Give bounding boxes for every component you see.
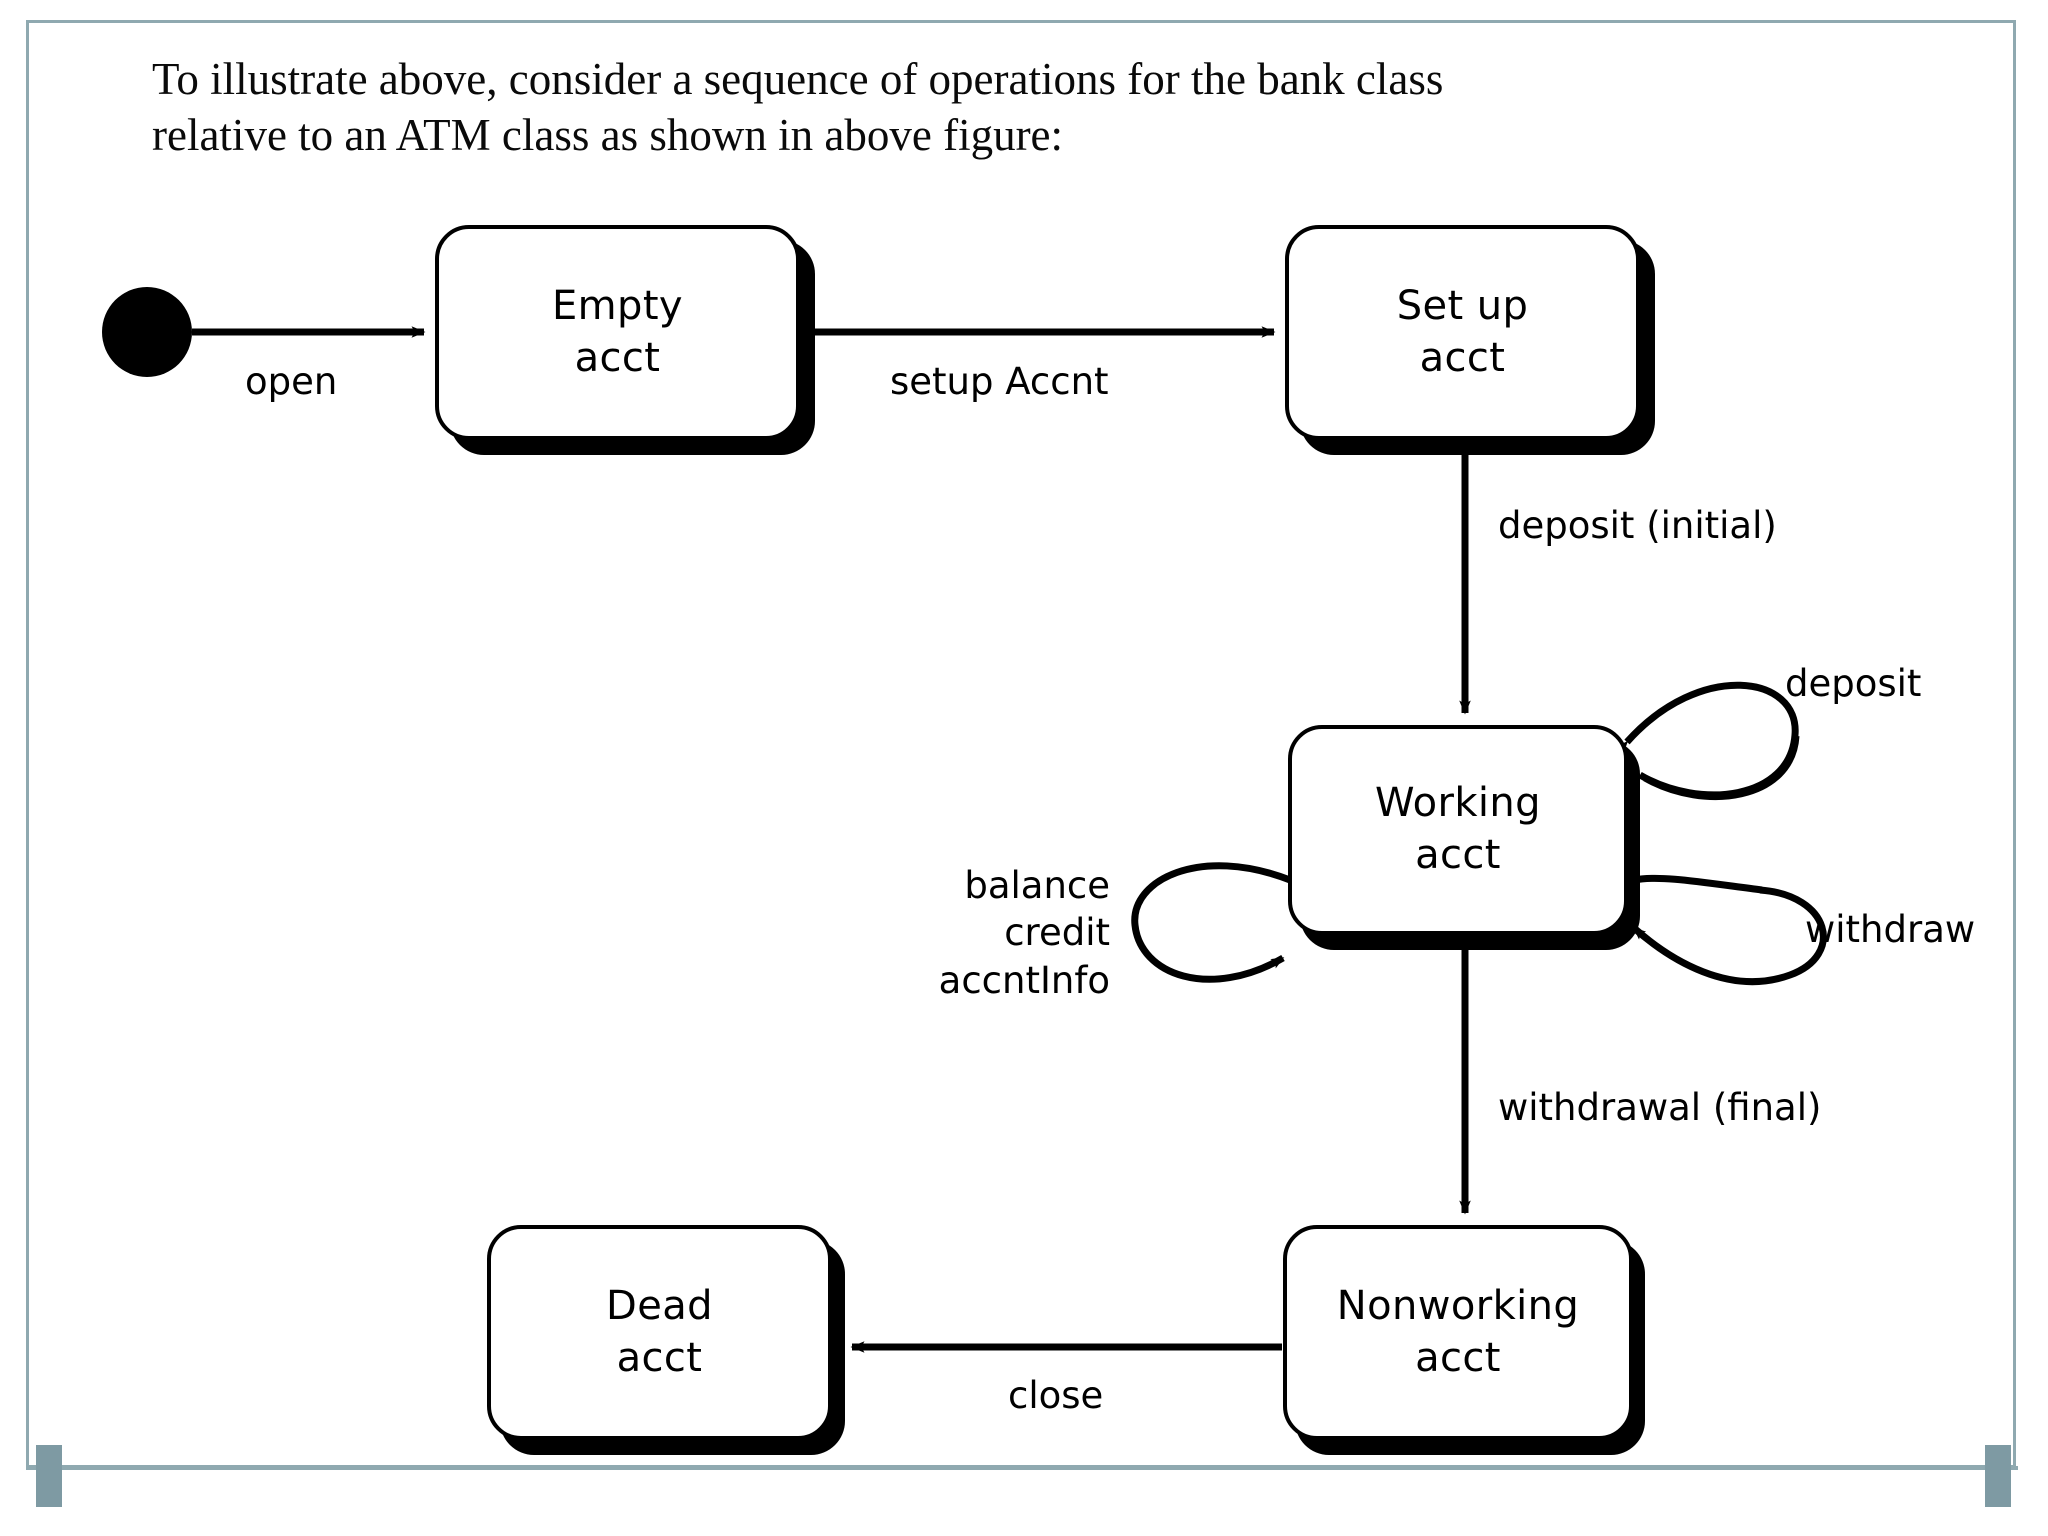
transition-label-close: close (1008, 1374, 1104, 1417)
transition-label-deposit: deposit (1785, 662, 1922, 705)
state-empty-acct-line1: Empty (552, 282, 683, 329)
state-empty-acct[interactable]: Empty acct (435, 225, 800, 440)
transition-label-open: open (245, 360, 338, 403)
accent-bar-right (1985, 1445, 2011, 1507)
initial-pseudostate-icon (102, 287, 192, 377)
state-set-up-acct-line2: acct (1419, 334, 1506, 381)
state-working-acct[interactable]: Working acct (1288, 725, 1628, 935)
state-empty-acct-line2: acct (574, 334, 661, 381)
state-dead-acct[interactable]: Dead acct (487, 1225, 832, 1440)
slide-bottom-rule (26, 1466, 2018, 1470)
transition-label-queries: balance credit accntInfo (938, 864, 1110, 1002)
self-loop-queries (1131, 862, 1292, 983)
accent-bar-left (36, 1445, 62, 1507)
state-set-up-acct-line1: Set up (1396, 282, 1529, 329)
transition-label-withdrawal-final: withdrawal (final) (1498, 1086, 1822, 1129)
transition-label-setup-accnt: setup Accnt (890, 360, 1109, 403)
state-nonworking-acct[interactable]: Nonworking acct (1283, 1225, 1633, 1440)
state-working-acct-line1: Working (1375, 780, 1541, 827)
state-nonworking-acct-line1: Nonworking (1336, 1282, 1580, 1329)
self-loop-withdraw (1631, 886, 1827, 986)
page-title: To illustrate above, consider a sequence… (152, 54, 1444, 160)
state-dead-acct-line2: acct (616, 1334, 703, 1381)
state-dead-acct-line1: Dead (606, 1282, 713, 1329)
state-working-acct-line2: acct (1415, 832, 1501, 878)
state-set-up-acct[interactable]: Set up acct (1285, 225, 1640, 440)
transition-label-withdraw: withdraw (1805, 908, 1976, 951)
self-loop-deposit-tail (1643, 735, 1800, 800)
state-nonworking-acct-line2: acct (1415, 1334, 1501, 1381)
self-loop-withdraw-tail (1633, 874, 1763, 894)
transition-label-deposit-initial: deposit (initial) (1498, 504, 1777, 547)
